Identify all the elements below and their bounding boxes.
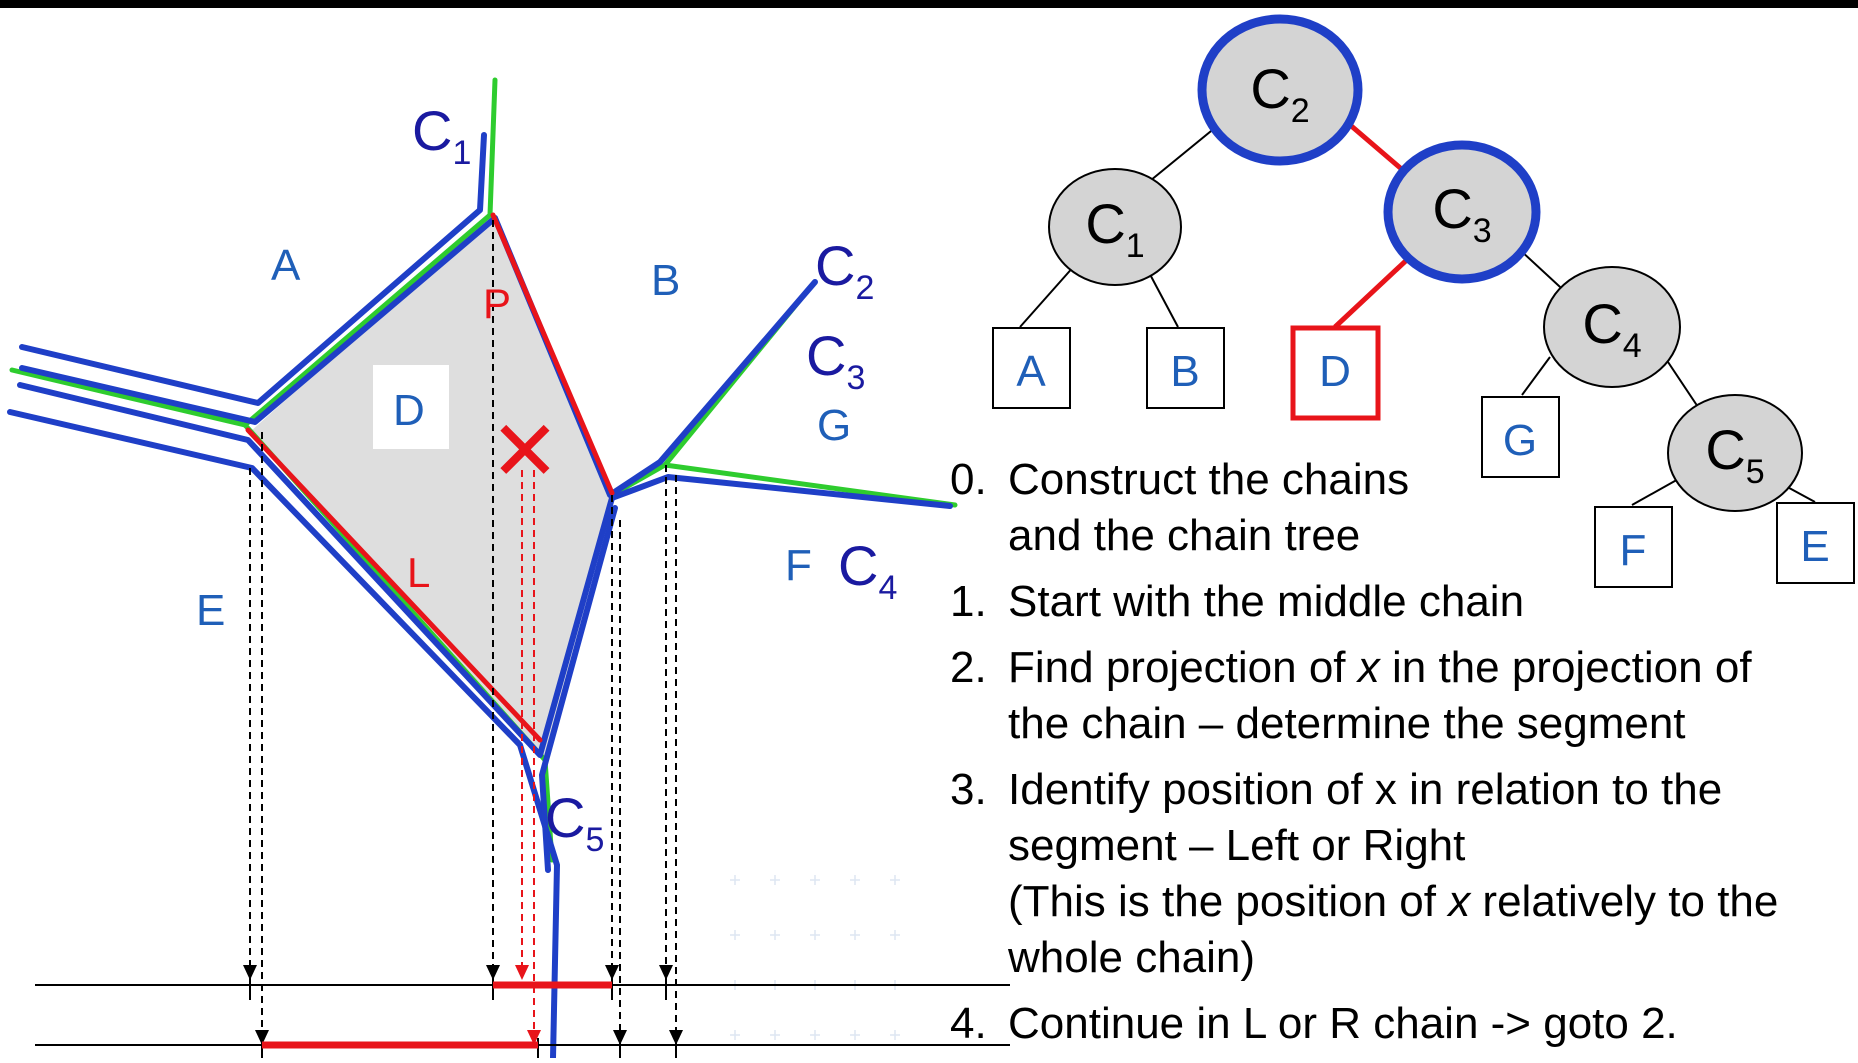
tree-node-c3: C3 [1383, 140, 1541, 284]
svg-text:C2: C2 [1250, 57, 1309, 130]
svg-text:A: A [1016, 347, 1046, 396]
region-label-a: A [271, 241, 301, 290]
tree-node-c1: C1 [1048, 168, 1182, 286]
region-label-e: E [196, 586, 225, 635]
tree-leaf-b: B [1146, 327, 1225, 409]
step-3-line-2: segment – Left or Right [1008, 821, 1466, 870]
region-label-b: B [651, 256, 680, 305]
chain-label-c4: C4 [838, 534, 897, 607]
svg-text:D: D [1319, 347, 1351, 396]
region-labels: A B D E G F [196, 241, 851, 635]
step-0: 0. Construct the chains and the chain tr… [950, 452, 1850, 564]
projection-arrowheads [243, 965, 683, 1045]
svg-text:C4: C4 [1582, 292, 1641, 365]
step-3-line-1: Identify position of x in relation to th… [1008, 765, 1723, 814]
top-band [0, 0, 1858, 8]
projection-red-intervals [262, 981, 612, 1049]
svg-text:C3: C3 [1432, 177, 1491, 250]
svg-text:C1: C1 [1085, 192, 1144, 265]
projection-lines [249, 220, 677, 1030]
step-2-line-2: the chain – determine the segment [1008, 699, 1686, 748]
step-4-number: 4. [950, 999, 987, 1048]
blue-chain-c1 [7, 132, 560, 1061]
chain-label-c3: C3 [806, 324, 865, 397]
tree-leaf-f: F [1594, 506, 1673, 588]
chain-label-c5: C5 [545, 786, 604, 859]
step-4: 4. Continue in L or R chain -> goto 2. [950, 996, 1850, 1052]
segment-p [490, 212, 615, 496]
step-2-number: 2. [950, 643, 987, 692]
svg-text:E: E [1800, 522, 1829, 571]
svg-text:F: F [1620, 526, 1647, 575]
chain-labels: C1 C2 C3 C4 C5 [412, 99, 897, 859]
step-0-number: 0. [950, 455, 987, 504]
step-4-line-1: Continue in L or R chain -> goto 2. [1008, 999, 1678, 1048]
step-0-line-2: and the chain tree [1008, 511, 1361, 560]
step-3-line-4: whole chain) [1008, 933, 1256, 982]
tree-leaf-d: D [1290, 325, 1381, 421]
tree-node-c2: C2 [1197, 14, 1363, 166]
step-1-line-1: Start with the middle chain [1008, 577, 1525, 626]
red-segments [245, 212, 615, 743]
segment-labels: P L [407, 280, 511, 596]
blue-chain-c4 [539, 505, 618, 873]
background-plus-pattern [730, 875, 900, 1040]
tree-leaf-e: E [1776, 502, 1855, 584]
svg-text:C5: C5 [1705, 418, 1764, 491]
region-label-f: F [785, 541, 812, 590]
step-2: 2. Find projection of x in the projectio… [950, 640, 1850, 752]
segment-label-p: P [483, 280, 511, 327]
step-3-number: 3. [950, 765, 987, 814]
step-1: 1. Start with the middle chain [950, 574, 1850, 630]
tree-node-c5: C5 [1667, 394, 1803, 512]
tree-leaf-g: G [1481, 396, 1560, 478]
segment-label-l: L [407, 549, 430, 596]
blue-chain-c3 [17, 382, 953, 758]
svg-text:G: G [1503, 416, 1537, 465]
svg-text:B: B [1170, 347, 1199, 396]
tree-node-c4: C4 [1543, 266, 1681, 388]
query-projection-lines [521, 470, 535, 1030]
step-2-line-1: Find projection of x in the projection o… [1008, 643, 1752, 692]
step-1-number: 1. [950, 577, 987, 626]
chain-label-c1: C1 [412, 99, 471, 172]
chain-label-c2: C2 [815, 234, 874, 307]
region-label-d: D [393, 386, 425, 435]
step-0-line-1: Construct the chains [1008, 455, 1410, 504]
query-point-marker: ✕ [490, 404, 560, 498]
algorithm-steps: 0. Construct the chains and the chain tr… [950, 452, 1850, 1062]
step-3: 3. Identify position of x in relation to… [950, 762, 1850, 986]
tree-leaf-a: A [992, 327, 1071, 409]
query-projection-arrowheads [515, 965, 541, 1045]
region-label-g: G [817, 401, 851, 450]
step-3-line-3: (This is the position of x relatively to… [1008, 877, 1779, 926]
region-d-label-bg [373, 365, 449, 449]
segment-l [245, 427, 543, 743]
